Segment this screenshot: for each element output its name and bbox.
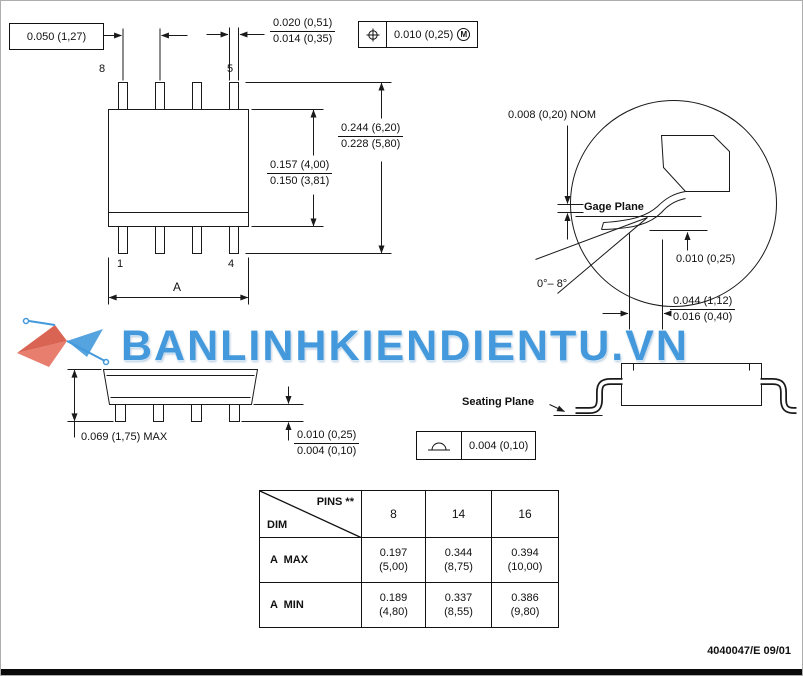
table-col-14: 14 [426, 491, 492, 538]
dim-body-width [251, 109, 324, 227]
seating-flatness-frame: 0.004 (0,10) [416, 431, 537, 460]
dim-table: PINS ** DIM 8 14 16 A MAX 0.197 (5,00) 0… [259, 490, 559, 628]
gage-offset-label: 0.010 (0,25) [676, 253, 736, 265]
pitch-dimension-box: 0.050 (1,27) [9, 23, 104, 50]
pin-label-5: 5 [227, 63, 234, 75]
table-header-corner: PINS ** DIM [260, 491, 362, 538]
standoff-dimension: 0.010 (0,25) 0.004 (0,10) [294, 428, 360, 459]
body-width-dimension: 0.157 (4,00) 0.150 (3,81) [267, 158, 333, 189]
table-col-16: 16 [492, 491, 558, 538]
table-cell: 0.386 (9,80) [510, 592, 540, 618]
table-header-pins: PINS ** [316, 496, 354, 508]
standoff-max: 0.010 (0,25) [297, 429, 357, 441]
seating-plane-label: Seating Plane [462, 396, 535, 408]
flatness-value: 0.004 (0,10) [469, 439, 529, 452]
pin-label-4: 4 [228, 258, 235, 270]
lead-width-min: 0.014 (0,35) [270, 31, 336, 47]
gage-plane-label: Gage Plane [584, 201, 644, 213]
foot-min: 0.016 (0,40) [670, 309, 736, 325]
table-cell: 0.189 (4,80) [362, 583, 426, 627]
foot-max: 0.044 (1,12) [673, 295, 733, 307]
span-min: 0.228 (5,80) [338, 136, 404, 152]
table-cell: 0.344 (8,75) [426, 538, 492, 583]
side-view [102, 369, 259, 422]
dim-height [67, 369, 114, 438]
table-cell: 0.394 (10,00) [492, 538, 558, 583]
standoff-min: 0.004 (0,10) [294, 443, 360, 459]
seating-plane-callout [549, 404, 603, 416]
lead-thickness-label: 0.008 (0,20) NOM [508, 109, 597, 121]
lead-width-dimension: 0.020 (0,51) 0.014 (0,35) [270, 16, 336, 47]
dim-standoff [241, 386, 304, 441]
dim-lead-width [206, 27, 265, 81]
pin-label-8: 8 [99, 63, 106, 75]
lead-detail-view [535, 100, 777, 330]
lead-width-max: 0.020 (0,51) [273, 17, 333, 29]
body-width-max: 0.157 (4,00) [270, 159, 330, 171]
frame-bottom-bar [1, 669, 802, 675]
height-max-label: 0.069 (1,75) MAX [81, 431, 168, 443]
end-view [575, 363, 797, 414]
mmc-modifier-icon: M [457, 28, 471, 41]
table-col-8: 8 [362, 491, 426, 538]
foot-length-dimension: 0.044 (1,12) 0.016 (0,40) [670, 294, 736, 325]
doc-number: 4040047/E 09/01 [707, 645, 791, 657]
top-view [108, 82, 249, 254]
true-position-value: 0.010 (0,25) [394, 28, 454, 41]
span-max: 0.244 (6,20) [341, 122, 401, 134]
table-row-amin-label: A MIN [260, 583, 362, 627]
table-header-dim: DIM [267, 519, 288, 531]
position-tolerance-icon [359, 22, 387, 47]
dim-pitch [102, 28, 188, 81]
pin-label-1: 1 [117, 258, 124, 270]
table-cell: 0.337 (8,55) [426, 583, 492, 627]
body-width-min: 0.150 (3,81) [267, 173, 333, 189]
length-ref-label: A [173, 280, 182, 294]
diagonal-divider [260, 491, 362, 538]
table-cell: 0.197 (5,00) [362, 538, 426, 583]
dim-overall-span [245, 82, 392, 254]
overall-span-dimension: 0.244 (6,20) 0.228 (5,80) [338, 121, 404, 152]
table-row-amax-label: A MAX [260, 538, 362, 583]
true-position-frame: 0.010 (0,25) M [358, 21, 479, 48]
lead-angle-label: 0°– 8° [537, 278, 568, 290]
dim-a [108, 257, 249, 305]
seating-plane-datum-icon [417, 432, 462, 459]
pitch-value: 0.050 (1,27) [26, 30, 87, 43]
